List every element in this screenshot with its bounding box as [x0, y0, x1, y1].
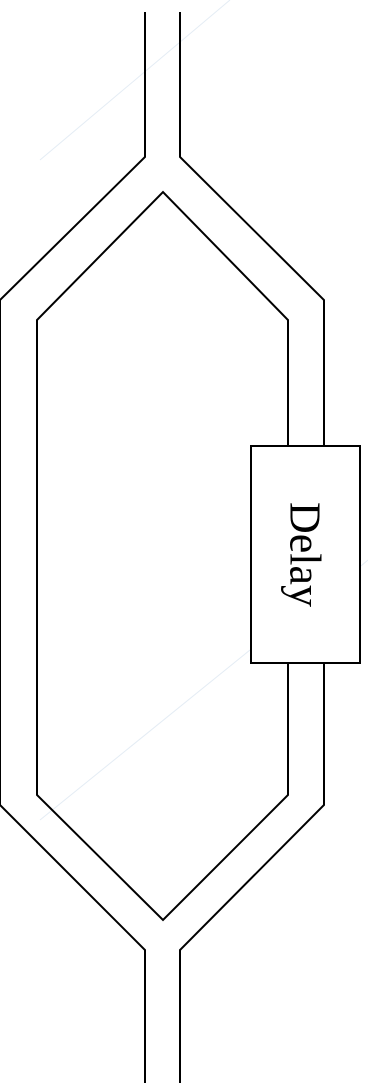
watermark [39, 0, 368, 821]
waveguide-outer-right-upper [179, 12, 325, 446]
waveguide-outer-left [0, 12, 146, 1083]
delay-box [250, 445, 361, 664]
waveguide-inner-ring-left [36, 190, 289, 922]
delay-label: Delay [281, 502, 330, 607]
watermark-stroke [39, 649, 251, 821]
waveguide-outer-right-lower [179, 663, 325, 1083]
watermark-stroke [39, 0, 231, 161]
delay-element: Delay [250, 445, 361, 664]
